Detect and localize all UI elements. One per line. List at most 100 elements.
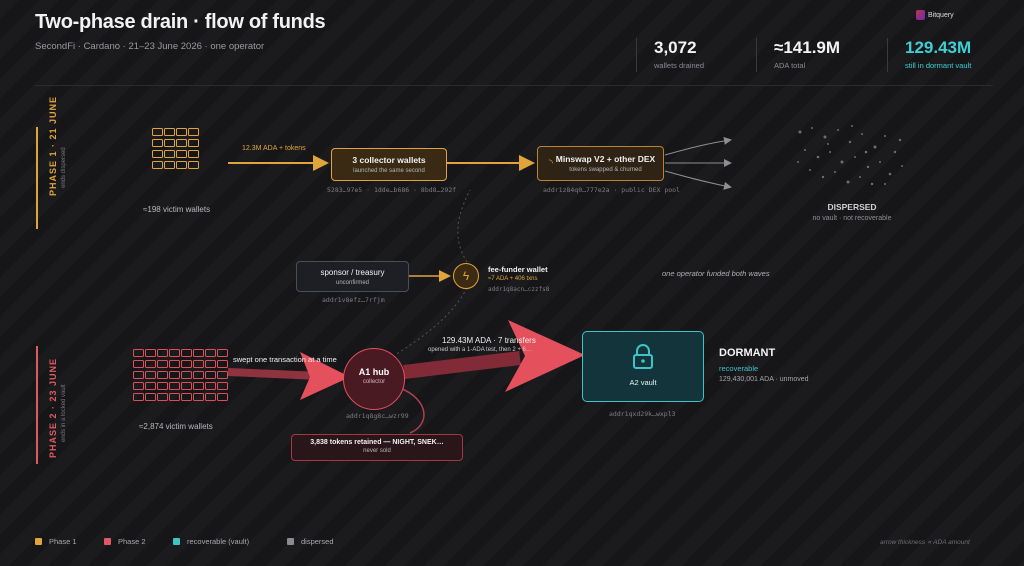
phase1-victims-label: ≈198 victim wallets — [143, 205, 211, 214]
victim-wallet — [133, 393, 144, 401]
victim-wallet — [169, 371, 180, 379]
sponsor-sub: unconfirmed — [335, 280, 370, 286]
victim-wallet — [169, 360, 180, 368]
collector-sub: launched the same second — [353, 168, 425, 174]
victim-wallet — [205, 360, 216, 368]
dispersed-sub: no vault · not recoverable — [812, 215, 892, 222]
victim-wallet — [152, 150, 163, 158]
victim-wallet — [164, 150, 175, 158]
victim-wallet — [164, 161, 175, 169]
victim-wallet — [217, 360, 228, 368]
legend-swatch — [173, 538, 180, 545]
fee-funder-sub: ≈7 ADA + 406 txns — [488, 276, 538, 282]
sponsor-title: sponsor / treasury — [320, 268, 385, 277]
tokens-sub: never sold — [363, 448, 391, 454]
victim-wallet — [188, 128, 199, 136]
victim-wallet — [181, 382, 192, 390]
legend-label: Phase 1 — [49, 537, 77, 546]
collector-title: 3 collector wallets — [352, 155, 426, 165]
phase2-flow-label: swept one transaction at a time — [233, 355, 337, 364]
dex-sub: tokens swapped & churned — [569, 167, 642, 173]
dispersed-title: DISPERSED — [827, 202, 877, 212]
brand-logo[interactable]: Bitquery — [916, 10, 954, 20]
stat-label: ADA total — [774, 61, 806, 70]
victim-wallet — [169, 382, 180, 390]
collector-addresses: 5283…97e5 · 1dde…b686 · 8bd8…292f — [327, 186, 457, 194]
victim-wallet — [217, 382, 228, 390]
vault-flow-sub: opened with a 1-ADA test, then 2 + 6… — [428, 347, 532, 353]
vault-address: addr1qxd29k…wxpl3 — [609, 410, 676, 418]
a1-hub[interactable]: A1 hub collector — [343, 348, 405, 410]
stat-value: 3,072 — [654, 38, 697, 57]
tokens-title: 3,838 tokens retained — NIGHT, SNEK… — [310, 439, 444, 446]
stat-label: still in dormant vault — [905, 61, 972, 70]
victim-wallet — [145, 360, 156, 368]
legend-dispersed: dispersed — [287, 537, 334, 546]
stat-dormant: 129.43M still in dormant vault — [887, 38, 971, 72]
victim-wallet — [188, 161, 199, 169]
stat-label: wallets drained — [654, 61, 705, 70]
lock-icon — [633, 344, 653, 369]
legend-label: recoverable (vault) — [187, 537, 250, 546]
victim-wallet — [176, 161, 187, 169]
hub-title: A1 hub — [358, 367, 390, 377]
legend-swatch — [287, 538, 294, 545]
dormant-status: recoverable — [719, 364, 759, 373]
victim-wallet — [145, 393, 156, 401]
header-divider — [35, 85, 993, 86]
fee-funder-title: fee-funder wallet — [488, 265, 548, 274]
victim-wallet — [164, 139, 175, 147]
victim-wallet — [181, 393, 192, 401]
phase1-bar — [36, 127, 38, 229]
sponsor-address: addr1v8efz…7rfjm — [322, 296, 385, 304]
victim-wallet — [217, 371, 228, 379]
legend-label: dispersed — [301, 537, 334, 546]
victim-wallet — [145, 371, 156, 379]
victim-wallet — [157, 349, 168, 357]
dex-box[interactable]: ◝ Minswap V2 + other DEX tokens swapped … — [537, 146, 664, 181]
victim-wallet — [181, 349, 192, 357]
victim-wallet — [205, 371, 216, 379]
vault-title: A2 vault — [629, 378, 657, 387]
phase1-sub: ends dispersed — [61, 147, 67, 188]
dex-address: addr1z84q0…777e2a · public DEX pool — [543, 186, 680, 194]
victim-wallet — [217, 349, 228, 357]
swap-icon: ◝ — [549, 158, 553, 169]
dex-title: Minswap V2 + other DEX — [555, 154, 656, 164]
funding-note: one operator funded both waves — [662, 269, 770, 278]
phase2-victims-label: ≈2,874 victim wallets — [139, 422, 213, 431]
legend-swatch — [104, 538, 111, 545]
victim-wallet — [217, 393, 228, 401]
lightning-icon[interactable]: ϟ — [453, 263, 479, 289]
victim-wallet — [145, 382, 156, 390]
hub-address: addr1q8g8c…wzr99 — [346, 412, 409, 420]
phase2-label: PHASE 2 · 23 JUNE — [48, 357, 58, 458]
logo-icon — [916, 10, 925, 20]
logo-text: Bitquery — [928, 11, 954, 19]
victim-wallet — [169, 349, 180, 357]
stat-ada-total: ≈141.9M ADA total — [756, 38, 840, 72]
footnote: arrow thickness ∝ ADA amount — [880, 539, 970, 546]
victim-wallet — [188, 150, 199, 158]
victim-wallet — [193, 393, 204, 401]
victim-wallet — [133, 360, 144, 368]
victim-wallet — [145, 349, 156, 357]
stat-wallets: 3,072 wallets drained — [636, 38, 704, 72]
phase1-flow-label: 12.3M ADA + tokens — [242, 145, 306, 152]
a2-vault[interactable]: A2 vault — [582, 331, 704, 402]
sponsor-box[interactable]: sponsor / treasury unconfirmed — [296, 261, 409, 292]
victim-wallet — [164, 128, 175, 136]
victim-wallet — [176, 150, 187, 158]
victim-wallet — [133, 371, 144, 379]
tokens-retained-box[interactable]: 3,838 tokens retained — NIGHT, SNEK… nev… — [291, 434, 463, 461]
victim-wallet — [157, 360, 168, 368]
victim-wallet — [133, 382, 144, 390]
stat-value: ≈141.9M — [774, 38, 841, 57]
victim-wallet — [152, 161, 163, 169]
legend-label: Phase 2 — [118, 537, 146, 546]
phase1-victim-grid — [152, 128, 199, 169]
dispersed-cloud — [797, 125, 903, 186]
legend-phase2: Phase 2 — [104, 537, 146, 546]
collector-wallets-box[interactable]: 3 collector wallets launched the same se… — [331, 148, 447, 181]
